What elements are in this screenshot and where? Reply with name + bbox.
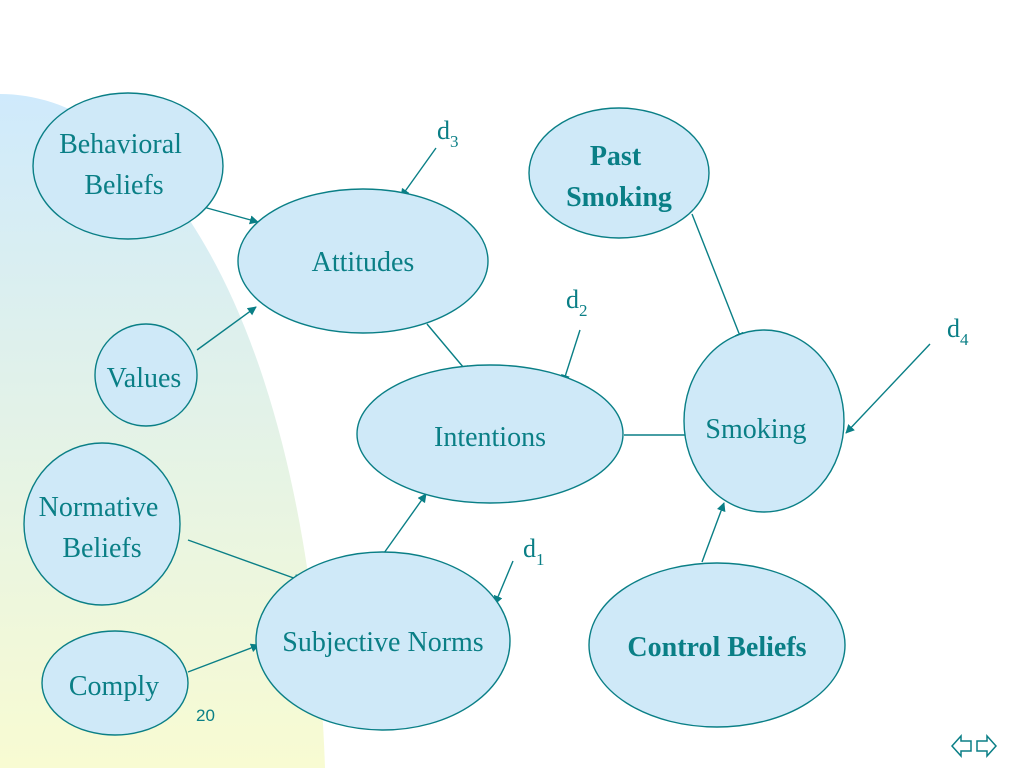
node-label-line: Behavioral: [59, 129, 182, 160]
prev-slide-button[interactable]: [950, 733, 973, 759]
edge-subjective-norms-to-intentions: [383, 493, 427, 554]
node-label-line: Comply: [69, 671, 159, 702]
node-label-line: Attitudes: [312, 247, 415, 278]
node-past-smoking: Past Smoking: [528, 107, 710, 239]
edge-d1-to-subjective-norms: [493, 560, 514, 605]
node-label-line: Beliefs: [62, 533, 141, 564]
node-smoking: Smoking: [683, 329, 845, 513]
edge-d3-to-attitudes: [400, 147, 437, 198]
edge-control-beliefs-to-smoking: [701, 502, 726, 563]
node-intentions: Intentions: [356, 364, 624, 504]
disturbance-d3: d3: [437, 116, 459, 151]
node-label-line: Values: [107, 363, 182, 394]
node-label-line: Subjective Norms: [282, 627, 483, 658]
disturbance-d2: d2: [566, 285, 588, 320]
node-comply: Comply: [41, 630, 189, 736]
node-values: Values: [94, 323, 198, 427]
node-normative-beliefs: Normative Beliefs: [23, 442, 181, 606]
svg-text:Smoking: Smoking: [705, 414, 806, 445]
edge-past-smoking-to-smoking: [691, 213, 744, 342]
node-label-line: Smoking: [705, 414, 806, 445]
svg-text:Attitudes: Attitudes: [312, 247, 415, 278]
node-attitudes: Attitudes: [237, 188, 489, 334]
node-label-line: Smoking: [566, 182, 672, 213]
edges: [187, 147, 931, 673]
edge-normative-beliefs-to-subjective-norms: [187, 539, 303, 583]
page-number: 20: [196, 706, 215, 725]
arrow-right-outline-icon: [976, 734, 998, 758]
node-label-line: Normative: [39, 492, 159, 523]
svg-text:Control Beliefs: Control Beliefs: [627, 632, 806, 663]
svg-text:Comply: Comply: [69, 671, 159, 702]
next-slide-button[interactable]: [975, 733, 998, 759]
edge-comply-to-subjective-norms: [187, 643, 260, 673]
edge-attitudes-to-intentions: [426, 323, 470, 375]
node-label-line: Past: [590, 141, 642, 172]
svg-text:Past Smoking: Past Smoking: [566, 141, 672, 213]
edge-d2-to-intentions: [561, 329, 581, 384]
node-subjective-norms: Subjective Norms: [255, 551, 511, 731]
disturbance-d4: d4: [947, 314, 969, 349]
svg-text:Behavioral Beliefs: Behavioral Beliefs: [59, 129, 189, 201]
node-label-line: Intentions: [434, 422, 546, 453]
edge-values-to-attitudes: [196, 306, 257, 351]
node-label-line: Beliefs: [84, 170, 163, 201]
node-label-line: Control Beliefs: [627, 632, 806, 663]
disturbance-d1: d1: [523, 534, 545, 569]
svg-text:Subjective Norms: Subjective Norms: [282, 627, 483, 658]
arrow-left-outline-icon: [950, 734, 972, 758]
node-control-beliefs: Control Beliefs: [588, 562, 846, 728]
edge-d4-to-smoking: [845, 343, 931, 434]
node-behavioral-beliefs: Behavioral Beliefs: [32, 92, 224, 240]
svg-text:Normative Beliefs: Normative Beliefs: [39, 492, 166, 564]
svg-text:Intentions: Intentions: [434, 422, 546, 453]
svg-text:Values: Values: [107, 363, 182, 394]
